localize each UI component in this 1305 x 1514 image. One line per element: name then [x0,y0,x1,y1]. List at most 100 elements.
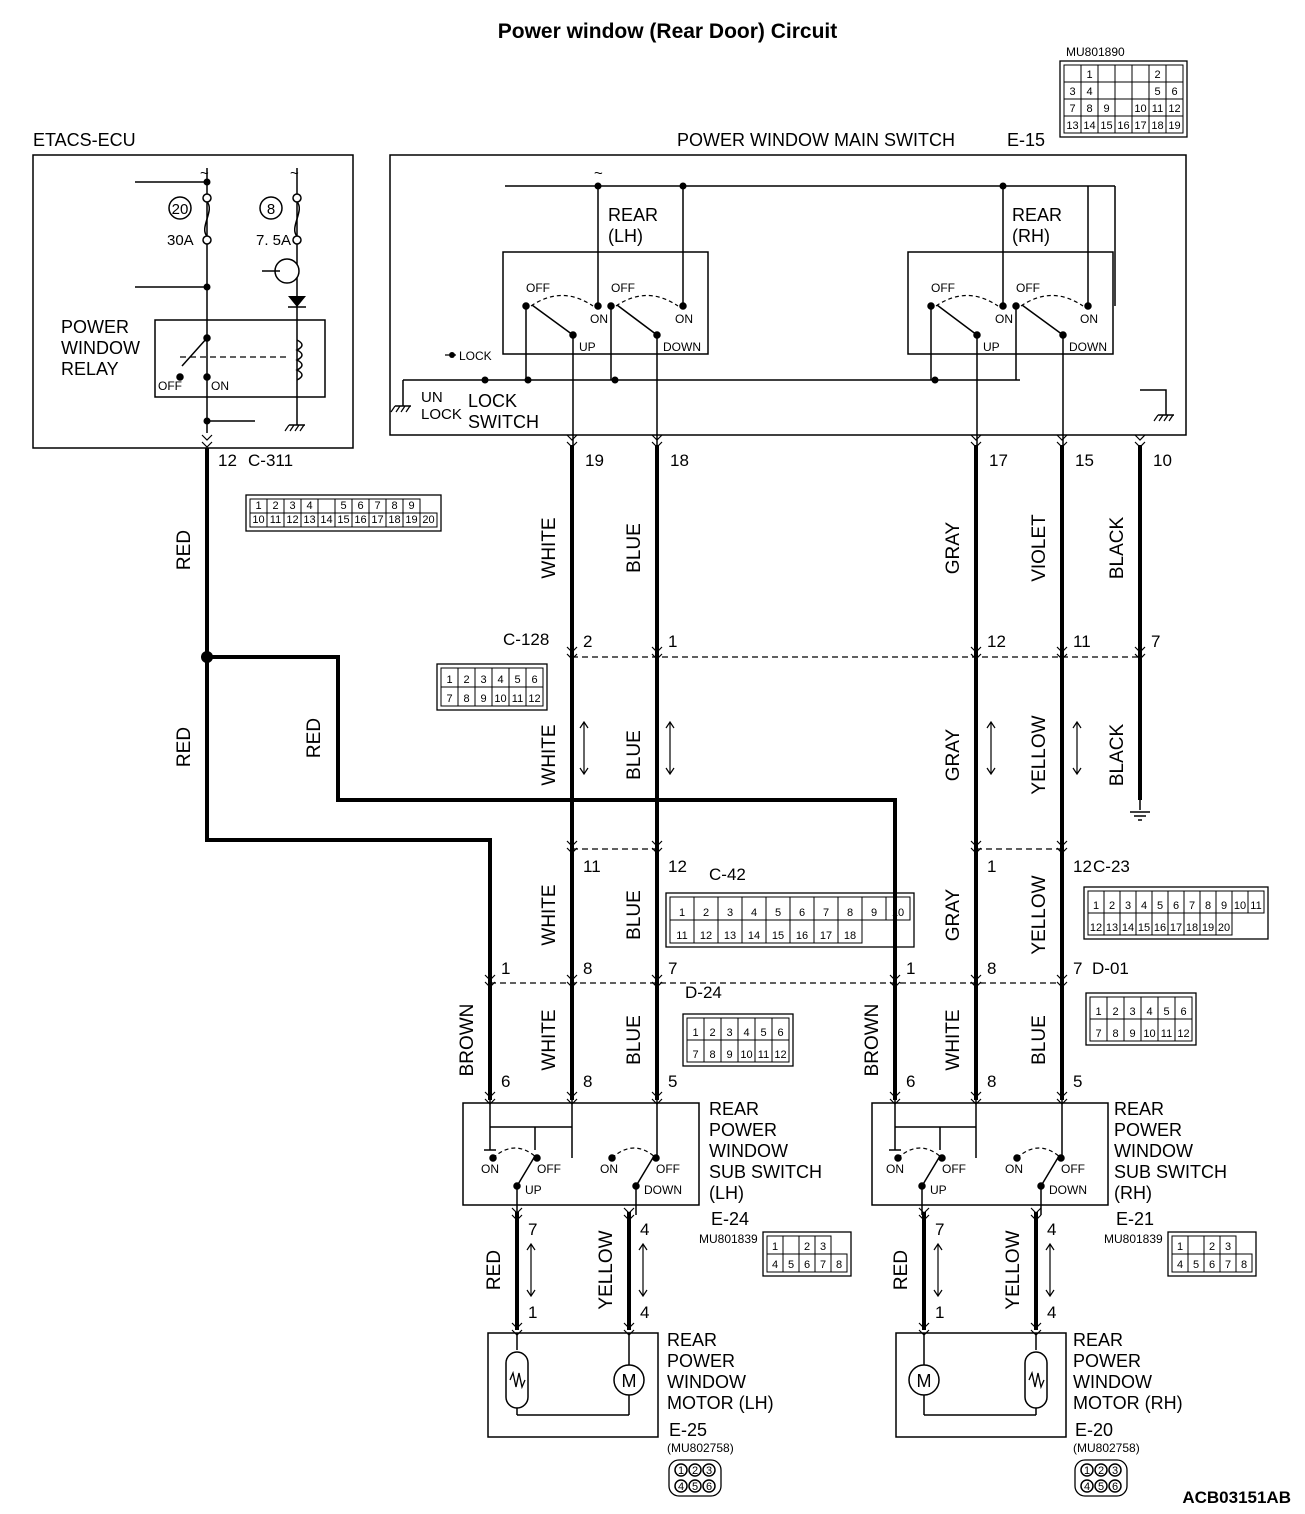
pin-number: 19 [585,451,604,470]
sub-switch-label: REAR [709,1099,759,1119]
pin-mark [651,840,663,847]
pin-number: 6 [706,1481,712,1493]
pin-number: 4 [1047,1303,1056,1322]
on-label: ON [1080,312,1098,326]
pin-mark [970,1091,982,1098]
sub-switch-connector: E-24 [711,1209,749,1229]
pin-mark [889,1091,901,1098]
on-contact [608,1154,616,1162]
wire-color-label: GRAY [943,521,964,574]
pin-number: 15 [772,930,784,942]
pin-number: 7 [668,959,677,978]
wire-color-label: BLACK [1107,517,1128,580]
direction-label: DOWN [644,1183,682,1197]
ground-hatch [400,405,406,413]
pin-mark [201,441,213,448]
pin-number: 11 [512,693,523,705]
pin-number: 14 [320,514,332,526]
motor-label: MOTOR (RH) [1073,1393,1183,1413]
motor-label: POWER [1073,1351,1141,1371]
connector-cell [419,512,438,528]
pin-mark [511,1214,523,1221]
pin-number: 12 [218,451,237,470]
pin-number: 18 [1151,120,1163,132]
switch-arc [492,1147,538,1159]
fuse-terminal [292,235,302,245]
switch-blade [1040,1155,1060,1187]
ground-hatch [1153,414,1159,422]
connector-cell [885,896,911,921]
connector-shell [762,1231,852,1277]
ground-hatch [289,424,295,432]
pin-number: 10 [740,1049,752,1061]
fuse-element [294,201,300,237]
off-label: OFF [611,281,635,295]
pin-number: 11 [270,514,281,526]
red-wire-lh [205,448,492,1100]
ground-hatch [294,424,300,432]
switch-arc [611,1147,657,1159]
pin-number: 3 [480,674,486,686]
motor-box [487,1332,659,1438]
pin-mark [1056,974,1068,981]
pin-number: 5 [668,1072,677,1091]
arrow-head [579,720,589,729]
pin-number: 6 [501,1072,510,1091]
pin-number: 8 [1241,1259,1247,1271]
pin-number: 8 [1205,900,1211,912]
pin-number: 4 [751,907,757,919]
connector-cell [688,1463,702,1477]
pin-mark [889,974,901,981]
lock-label: LOCK [459,349,492,363]
pin-mark [566,840,578,847]
ground-hatch [1163,414,1169,422]
pin-number: 8 [987,1072,996,1091]
connector-cell [1094,1463,1108,1477]
off-label: OFF [1016,281,1040,295]
connector-cell [317,498,336,514]
pair-arrow [1045,1242,1055,1298]
wire-color-label: WHITE [943,1009,964,1070]
relay-label: RELAY [61,359,119,379]
pin-number: 7 [1151,632,1160,651]
on-contact [1013,1154,1021,1162]
sub-switch-label: WINDOW [1114,1141,1193,1161]
pin-number: 17 [989,451,1008,470]
pin-number: 6 [1112,1481,1118,1493]
off-label: OFF [931,281,955,295]
pin-mark [1056,653,1068,660]
pin-number: 6 [906,1072,915,1091]
arrow-head [665,767,675,776]
pin-number: 12 [1090,922,1102,934]
fuse-number-circle [259,196,283,220]
switch-blade [936,304,978,336]
relay-label: POWER [61,317,129,337]
pin-number: 8 [1086,103,1092,115]
arrow-head [526,1242,536,1251]
connector-shell [245,494,442,532]
relay-on: ON [211,379,229,393]
motor-label: REAR [667,1330,717,1350]
sub-switch-connector: E-21 [1116,1209,1154,1229]
wire-color-label: YELLOW [1029,715,1050,794]
ground-hatch [1168,414,1174,422]
pin-mark [1134,434,1146,441]
off-contact [938,1154,946,1162]
connector-cell [1114,98,1133,117]
main-switch-box [389,154,1187,436]
pin-number: 5 [1193,1259,1199,1271]
switch-blade [616,304,658,336]
wire-color-label: BROWN [862,1004,883,1077]
arrow-head [933,1242,943,1251]
pin-mark [918,1214,930,1221]
pin-mark [623,1322,635,1329]
pin-number: 20 [1218,922,1230,934]
pin-number: 15 [1138,922,1150,934]
pin-number: 19 [1168,120,1180,132]
pin-number: 1 [772,1241,778,1253]
pin-number: 7 [528,1220,537,1239]
pin-number: 3 [1069,86,1075,98]
